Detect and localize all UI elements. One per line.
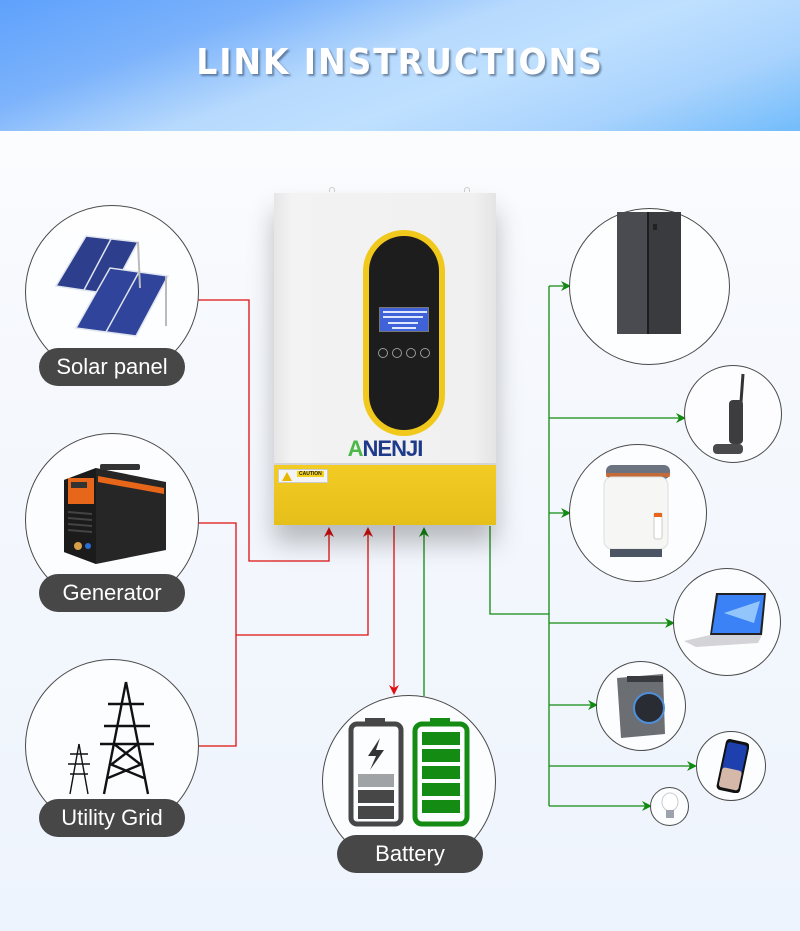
air-fryer-node — [569, 444, 707, 582]
mount-hook — [329, 187, 335, 192]
light-bulb-node — [650, 787, 689, 826]
up-button — [392, 348, 402, 358]
header-banner: LINK INSTRUCTIONS — [0, 0, 800, 131]
power-tower-icon — [68, 681, 154, 795]
vacuum-cleaner-icon — [713, 373, 745, 454]
utility-line — [236, 527, 373, 636]
light-bulb-icon — [661, 792, 679, 818]
inverter-base: CAUTION — [274, 463, 496, 525]
generator-label: Generator — [39, 574, 185, 612]
control-panel — [363, 230, 445, 436]
battery-icon — [348, 718, 470, 827]
smartphone-icon — [716, 739, 749, 793]
down-button — [406, 348, 416, 358]
washing-machine-node — [596, 661, 686, 751]
laptop-node — [673, 568, 781, 676]
utility-grid-label: Utility Grid — [39, 799, 185, 837]
air-fryer-icon — [603, 465, 670, 557]
generator-icon — [64, 464, 166, 564]
lcd-screen — [379, 307, 429, 332]
battery-label: Battery — [337, 835, 483, 873]
inverter-unit: ANENJI CAUTION — [274, 187, 496, 525]
caution-sticker: CAUTION — [278, 469, 328, 483]
solar-panel-icon — [54, 235, 170, 337]
refrigerator-node — [569, 208, 730, 365]
brand-logo: ANENJI — [347, 436, 424, 461]
refrigerator-icon — [617, 212, 681, 334]
enter-button — [420, 348, 430, 358]
smartphone-node — [696, 731, 766, 801]
mount-hook — [464, 187, 470, 192]
vacuum-node — [684, 365, 782, 463]
washing-machine-icon — [617, 674, 665, 738]
generator-line — [198, 522, 237, 747]
laptop-icon — [684, 593, 766, 647]
solar-panel-label: Solar panel — [39, 348, 185, 386]
page-title: LINK INSTRUCTIONS — [196, 42, 604, 83]
solar-line — [198, 299, 334, 562]
esc-button — [378, 348, 388, 358]
warning-icon — [282, 472, 292, 481]
output-line — [489, 526, 549, 615]
